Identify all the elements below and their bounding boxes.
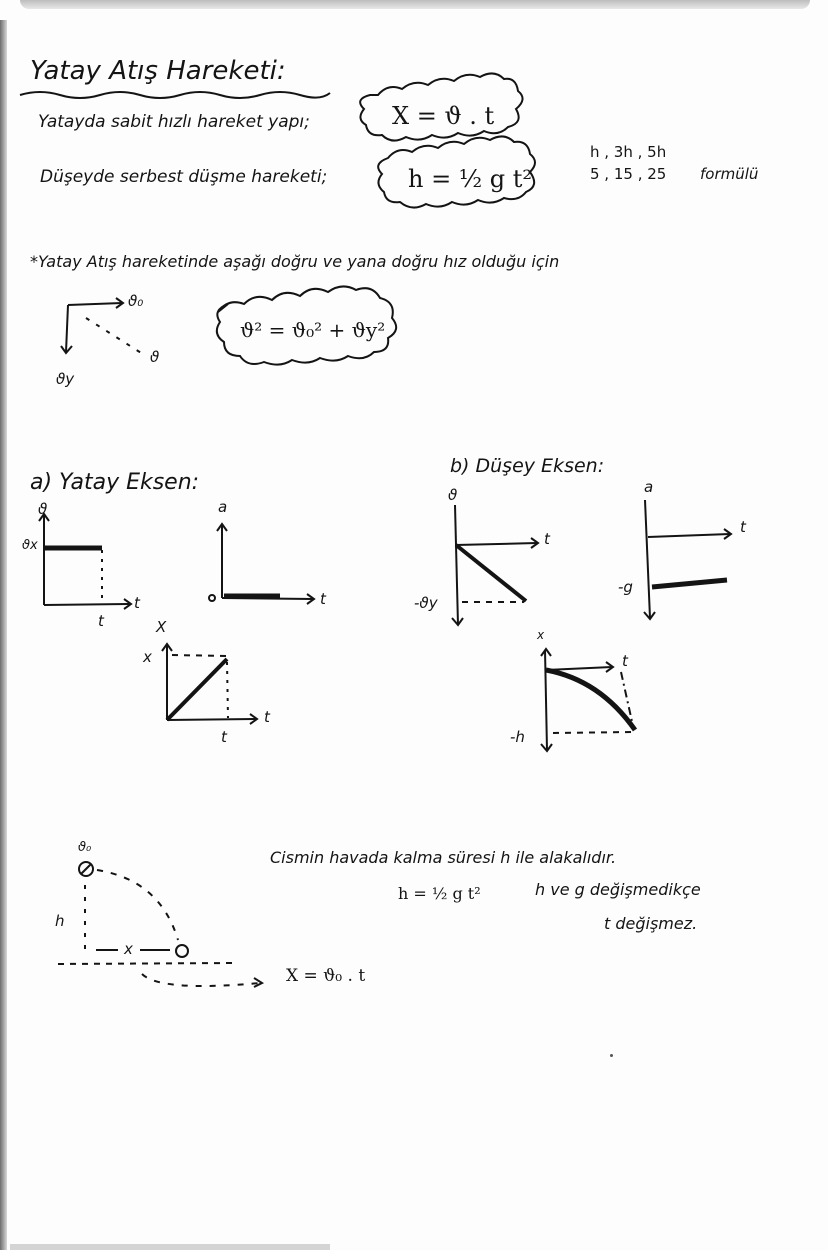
a-vx-label: ϑx [22, 538, 38, 553]
stray-dot [610, 1054, 613, 1057]
conclusion-line-1: Cismin havada kalma süresi h ile alakalı… [270, 848, 617, 867]
page-bottom-edge [10, 1244, 330, 1250]
conclusion-line-3: t değişmez. [604, 914, 698, 933]
a-x-t-axis-label: t [264, 708, 270, 726]
b-h-label: -h [510, 728, 525, 746]
b-a-t-axis-label: t [740, 518, 746, 536]
page-title: Yatay Atış Hareketi: [30, 56, 286, 86]
section-a-title: a) Yatay Eksen: [30, 470, 200, 495]
traj-v0-label: ϑ₀ [78, 840, 92, 855]
horizontal-motion-text: Yatayda sabit hızlı hareket yapı; [38, 112, 310, 132]
page-left-edge [0, 20, 7, 1250]
a-x-t-mark: t [221, 728, 227, 746]
ratio-label: formülü [700, 165, 759, 183]
formula-h: h = ½ g t² [408, 165, 532, 193]
conclusion-formula: h = ½ g t² [398, 884, 481, 903]
page-top-edge [20, 0, 810, 9]
vector-v-label: ϑ [150, 348, 160, 366]
a-v-t-axis-label: t [134, 594, 140, 612]
b-vy-label: -ϑy [414, 594, 438, 612]
b-x-t-axis-label: t [622, 652, 628, 670]
a-v-axis-label: ϑ [38, 500, 48, 518]
vertical-motion-text: Düşeyde serbest düşme hareketi; [40, 167, 328, 187]
formula-x: X = ϑ . t [392, 102, 495, 130]
a-v-t-mark: t [98, 612, 104, 630]
traj-h-label: h [55, 912, 65, 930]
conclusion-line-2: h ve g değişmedikçe [535, 880, 701, 899]
ratio-line-1: h , 3h , 5h [590, 143, 667, 161]
b-a-axis-label: a [644, 478, 654, 496]
b-x-axis-label: x [537, 628, 545, 642]
a-x-axis-label: X [156, 618, 167, 636]
formula-v: ϑ² = ϑ₀² + ϑy² [240, 318, 386, 342]
ratio-line-2: 5 , 15 , 25 [590, 165, 667, 183]
velocity-note: *Yatay Atış hareketinde aşağı doğru ve y… [30, 252, 560, 271]
b-v-axis-label: ϑ [448, 486, 458, 504]
traj-x-label: x [124, 940, 133, 958]
b-v-t-axis-label: t [544, 530, 550, 548]
section-b-title: b) Düşey Eksen: [450, 455, 605, 477]
a-x-value-label: x [143, 648, 152, 666]
vector-v0-label: ϑ₀ [128, 292, 144, 310]
a-a-t-axis-label: t [320, 590, 326, 608]
traj-formula: X = ϑ₀ . t [286, 966, 366, 986]
vector-vy-label: ϑy [56, 370, 75, 388]
b-g-label: -g [618, 578, 633, 596]
a-a-axis-label: a [218, 498, 228, 516]
